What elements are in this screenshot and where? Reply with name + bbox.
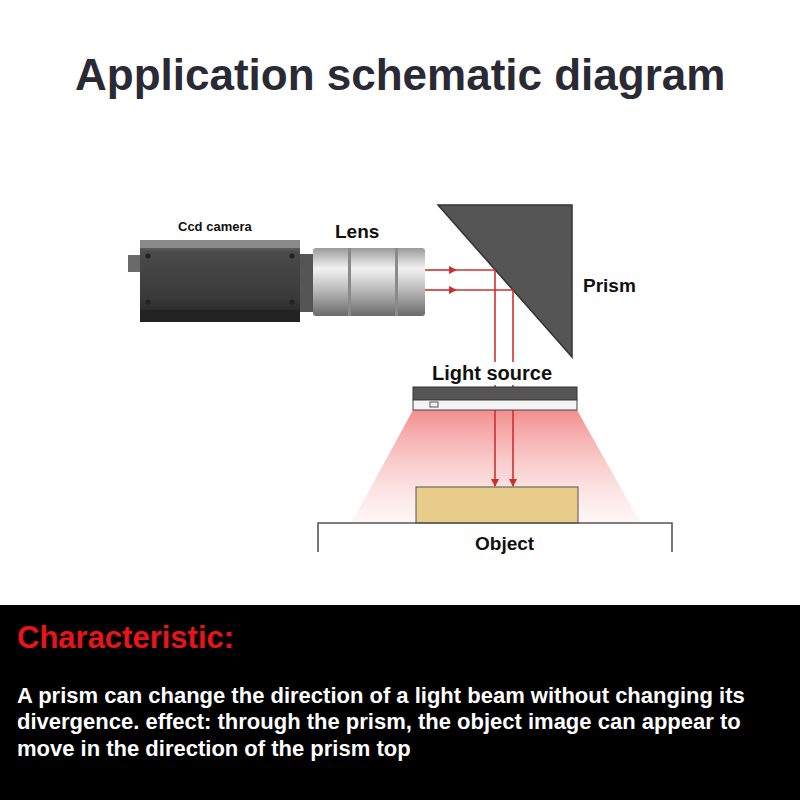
light-glow: [352, 410, 640, 522]
part-label: Prism: [583, 275, 636, 297]
part-label: Lens: [335, 221, 379, 243]
description-text: A prism can change the direction of a li…: [17, 683, 787, 762]
lens-body: [313, 248, 425, 316]
section-heading: Characteristic:: [17, 619, 783, 656]
part-label: Light source: [430, 362, 554, 385]
part-label: Ccd camera: [178, 220, 252, 235]
camera-body: [140, 240, 300, 322]
light-source-bar: [413, 387, 577, 400]
part-label: Object: [475, 533, 534, 555]
prism: [438, 205, 572, 357]
title: Application schematic diagram: [75, 50, 725, 101]
object-block: [416, 487, 578, 523]
characteristic-band: Characteristic: A prism can change the di…: [0, 605, 800, 800]
lens-mount: [300, 254, 314, 312]
camera-knob: [128, 255, 141, 272]
